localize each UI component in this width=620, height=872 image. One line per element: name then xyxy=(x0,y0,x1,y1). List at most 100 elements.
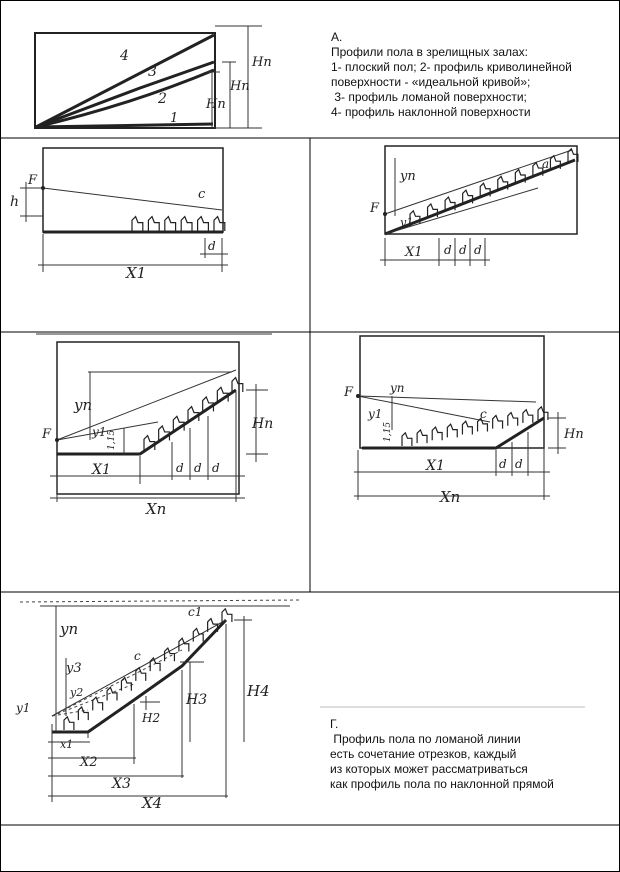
y2-label: y2 xyxy=(69,686,83,699)
seat-glyph xyxy=(221,607,233,622)
seat-glyph xyxy=(147,215,160,231)
c-label: c xyxy=(480,407,487,421)
y1-label: y1 xyxy=(367,407,382,421)
seat-glyph xyxy=(401,431,413,446)
d-label: d xyxy=(208,239,216,253)
seat-glyph xyxy=(131,215,144,231)
seat-glyph xyxy=(135,666,147,681)
seat-glyph xyxy=(514,168,526,183)
panel-g-caption: Г. Профиль пола по ломаной линии есть со… xyxy=(330,717,615,792)
eye-height-label: 1,15 xyxy=(107,430,117,450)
seat-glyph xyxy=(231,376,244,392)
label-3: 3 xyxy=(148,64,157,80)
focus-point-label: F xyxy=(369,201,380,216)
h4-label: H4 xyxy=(246,682,270,700)
d-label: d xyxy=(194,461,202,475)
sloped-section-diagram-left: F yn y1 1,15 Hn X1 Xn d d d xyxy=(36,333,273,518)
seat-glyph xyxy=(461,420,473,435)
hn-label: Hn xyxy=(563,427,584,442)
x1-label: x1 xyxy=(60,738,73,751)
yn-label: yn xyxy=(389,381,405,395)
seat-glyph xyxy=(497,175,509,190)
seat-glyph xyxy=(462,189,474,204)
yn-label: yn xyxy=(73,396,92,414)
caption-line: 1- плоский пол; 2- профиль криволинейной xyxy=(331,60,572,74)
seat-glyph xyxy=(197,215,209,231)
h3-label: H3 xyxy=(185,692,207,708)
a-label: a xyxy=(542,157,549,171)
h-label: h xyxy=(10,194,19,210)
seat-glyph xyxy=(216,386,229,402)
caption-line: есть сочетание отрезков, каждый xyxy=(330,747,517,761)
d-label: d xyxy=(459,243,467,257)
seat-glyph xyxy=(444,195,456,211)
panel-a: 4 3 2 1 Hn Hn Hn А. Профили пола в зрели… xyxy=(0,0,620,138)
seat-glyph xyxy=(479,182,491,197)
seat-glyph xyxy=(163,647,176,662)
seat-glyph xyxy=(63,715,75,730)
d-label: d xyxy=(474,243,482,257)
yn-label: yn xyxy=(399,169,416,184)
seat-row-group xyxy=(131,215,226,231)
d-label: d xyxy=(444,243,452,257)
flat-floor-diagram: F h c d X1 xyxy=(10,147,228,282)
c1-label: c1 xyxy=(188,605,202,619)
seat-glyph xyxy=(77,705,89,721)
broken-line-profile-diagram: yn y3 y2 y1 c c1 H2 H3 H4 x1 X2 X3 X4 xyxy=(15,599,301,812)
xn-label: Xn xyxy=(145,500,166,518)
seat-glyph xyxy=(120,676,132,691)
seat-glyph xyxy=(409,209,421,224)
d-label: d xyxy=(176,461,184,475)
seat-glyph xyxy=(172,415,185,431)
x4-label: X4 xyxy=(141,794,162,812)
panel-d: F yn y1 1,15 Hn X1 Xn d d d xyxy=(0,332,310,592)
seat-glyph xyxy=(476,417,489,432)
focus-point-label: F xyxy=(27,173,38,188)
seat-glyph xyxy=(158,424,171,441)
seat-glyph xyxy=(180,215,193,231)
seat-glyph xyxy=(522,408,534,423)
seat-glyph xyxy=(207,617,219,632)
y1-label: y1 xyxy=(399,216,413,229)
panel-g: yn y3 y2 y1 c c1 H2 H3 H4 x1 X2 X3 X4 xyxy=(0,592,310,825)
c-label: c xyxy=(198,187,206,202)
floor-profiles-diagram: 4 3 2 1 Hn Hn Hn xyxy=(34,25,272,129)
yn-label: yn xyxy=(59,620,78,638)
x1-label: X1 xyxy=(404,245,423,260)
x1-label: X1 xyxy=(91,462,111,478)
seat-glyph xyxy=(178,637,190,652)
seat-glyph xyxy=(549,154,561,169)
sloped-section-diagram-right: F yn y1 1,15 c Hn X1 Xn d d xyxy=(343,335,584,506)
panel-letter: Г. xyxy=(330,717,339,731)
seat-glyph xyxy=(143,434,156,450)
y1-label: y1 xyxy=(15,701,30,715)
seat-glyph xyxy=(192,627,204,642)
seat-glyph xyxy=(446,423,458,438)
seat-glyph xyxy=(426,202,439,218)
seat-glyph xyxy=(567,147,579,162)
h2-label: H2 xyxy=(141,711,160,725)
seat-glyph xyxy=(507,411,519,426)
seat-glyph xyxy=(537,405,549,420)
seat-row-group xyxy=(63,607,233,730)
seat-glyph xyxy=(106,686,118,701)
panel-a-text: А. Профили пола в зрелищных залах: 1- пл… xyxy=(331,30,616,120)
seat-row-group xyxy=(409,147,579,224)
d-label: d xyxy=(499,457,507,471)
seat-glyph xyxy=(187,405,200,421)
d-label: d xyxy=(212,461,220,475)
focus-point-label: F xyxy=(343,385,354,400)
caption-line: Профиль пола по ломаной линии xyxy=(330,732,521,746)
caption-line: поверхности - «идеальной кривой»; xyxy=(331,75,531,89)
panel-e: F yn y1 1,15 c Hn X1 Xn d d xyxy=(310,332,620,592)
divider-line xyxy=(320,706,585,708)
hn-label: Hn xyxy=(251,416,273,432)
x1-label: X1 xyxy=(425,458,445,474)
seat-row-group xyxy=(401,405,549,446)
caption-line: 3- профиль ломаной поверхности; xyxy=(331,90,527,104)
seat-glyph xyxy=(532,161,544,176)
hn-label-inner: Hn xyxy=(205,97,226,112)
seat-glyph xyxy=(164,215,177,231)
y1-label: y1 xyxy=(91,425,106,439)
seat-glyph xyxy=(149,656,161,672)
